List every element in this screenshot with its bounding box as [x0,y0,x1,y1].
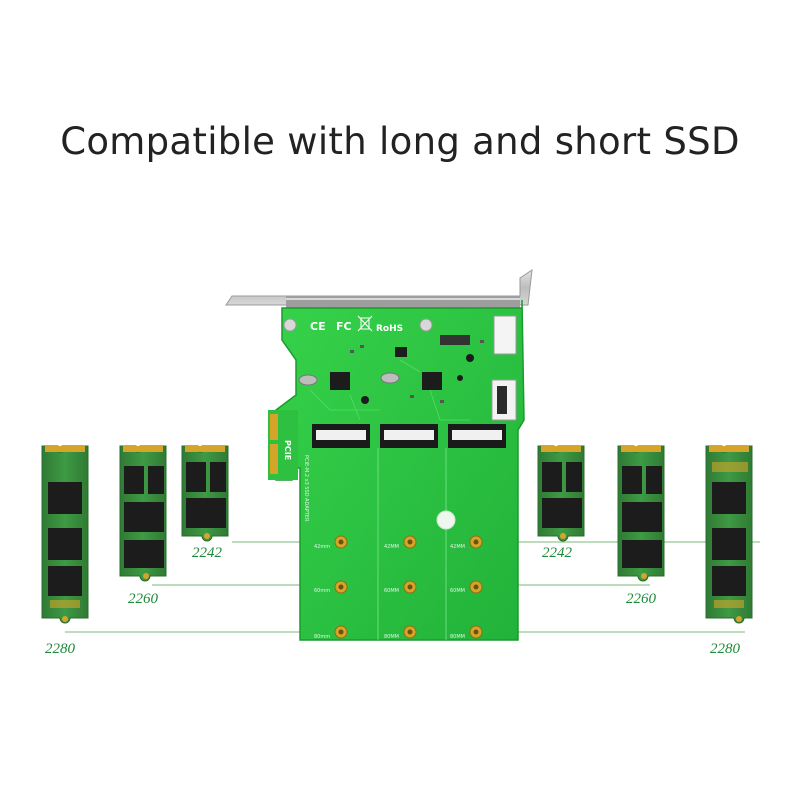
svg-text:60MM: 60MM [450,588,465,594]
svg-text:80MM: 80MM [384,634,399,640]
pcie-gold-fingers [268,410,298,480]
size-label-2260-left: 2260 [128,591,159,607]
ssd-2242-left [181,445,229,542]
headline: Compatible with long and short SSD [60,120,740,163]
svg-text:42MM: 42MM [384,544,399,550]
size-label-2242-right: 2242 [542,545,573,561]
ssd-2280-right [705,445,753,624]
rohs-mark: RoHS [376,324,403,334]
size-label-2280-left: 2280 [45,641,76,657]
mount-hole-icon [419,318,433,332]
pci-bracket [225,268,533,308]
svg-text:80MM: 80MM [450,634,465,640]
size-label-2242-left: 2242 [192,545,223,561]
expansion-card: PCIE CE FC RoHS [268,299,525,641]
mount-hole-icon [283,318,297,332]
svg-text:42MM: 42MM [450,544,465,550]
certification-marks: CE FC RoHS [283,315,433,334]
pcie-label: PCIE [283,440,292,460]
svg-text:42mm: 42mm [314,544,330,550]
m2-sockets [312,424,506,448]
qc-sticker [436,510,456,530]
slot-position-labels: 42mm 42MM 42MM 60mm 60MM 60MM 80mm 80MM … [314,544,465,640]
fc-mark: FC [336,320,352,333]
ssd-2260-right [617,445,665,582]
weee-bin-icon [357,315,373,332]
ssd-2242-right [537,445,585,542]
ssd-2280-left [41,445,89,624]
svg-text:80mm: 80mm [314,634,330,640]
power-connector [493,315,517,355]
pcb-components [298,315,517,421]
svg-text:PCIE-M.2 x3 SSD ADAPTER: PCIE-M.2 x3 SSD ADAPTER [303,455,309,522]
size-label-2280-right: 2280 [710,641,741,657]
standoff-posts [334,535,483,639]
svg-text:60MM: 60MM [384,588,399,594]
size-labels: 2242 2260 2280 2242 2260 2280 [45,545,741,657]
svg-text:60mm: 60mm [314,588,330,594]
size-label-2260-right: 2260 [626,591,657,607]
ssd-2260-left [119,445,167,582]
ce-mark: CE [310,320,326,333]
